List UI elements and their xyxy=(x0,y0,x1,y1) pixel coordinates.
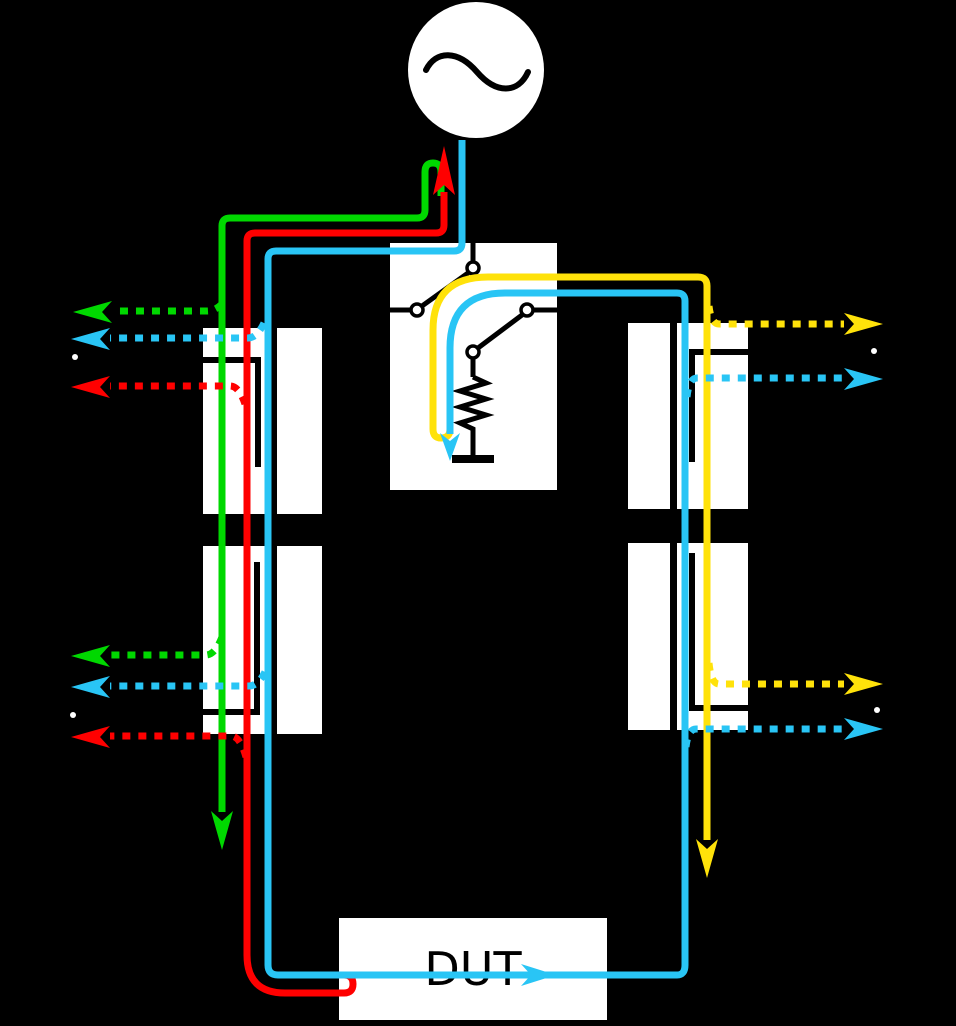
arrow-cyan-through-dut xyxy=(521,964,556,986)
ground-symbol xyxy=(452,455,494,463)
coupler-bottom-right-narrow xyxy=(628,543,670,730)
coupled-line-top-right xyxy=(689,349,748,462)
coupled-path-green-bottom-left xyxy=(110,635,226,659)
arrow-dashed-yellow-bottom-right xyxy=(844,673,883,695)
coupled-path-cyan-bottom-right xyxy=(682,725,844,748)
arrow-dashed-red-top-left xyxy=(71,376,110,398)
label-dot-top-right xyxy=(871,348,877,354)
coupler-top-left-narrow xyxy=(277,328,322,514)
coupler-bottom-left-narrow xyxy=(277,546,322,734)
wire-cyan-stimulus xyxy=(264,140,689,979)
coupled-path-green-top-left xyxy=(112,301,225,315)
coupled-path-yellow-top-right xyxy=(705,305,844,328)
arrow-dashed-green-top-left xyxy=(73,301,112,323)
switch-node-top xyxy=(465,260,481,276)
arrow-yellow-down xyxy=(696,839,718,878)
wire-red-dut-reflection xyxy=(243,192,448,997)
coupler-bottom-right-wide xyxy=(677,543,748,730)
arrow-dashed-green-bottom-left xyxy=(71,645,110,667)
wire-yellow-switch-rereflection xyxy=(429,273,711,840)
label-dot-top-left xyxy=(72,354,78,360)
wire-green-source-rereflection xyxy=(218,159,445,812)
coupled-path-cyan-top-left xyxy=(110,321,268,342)
dut-label: DUT xyxy=(424,942,522,996)
switch-node-right xyxy=(519,302,535,318)
coupled-path-yellow-bottom-right xyxy=(705,662,844,688)
label-dot-bottom-left xyxy=(70,712,76,718)
arrow-dashed-cyan-bottom-right xyxy=(844,718,883,740)
arrow-green-down xyxy=(211,811,233,850)
coupler-top-right-narrow xyxy=(628,323,670,509)
arrow-cyan-into-termination xyxy=(440,433,460,461)
arrow-dashed-cyan-top-left xyxy=(71,328,110,350)
arrow-dashed-yellow-top-right xyxy=(844,313,883,335)
arrow-dashed-cyan-top-right xyxy=(844,368,883,390)
label-dot-bottom-right xyxy=(874,707,880,713)
coupled-path-cyan-bottom-left xyxy=(110,670,269,690)
coupled-path-red-bottom-left xyxy=(110,732,250,759)
dut-box xyxy=(339,918,607,1020)
switch-node-left xyxy=(409,302,425,318)
arrow-dashed-red-bottom-left xyxy=(71,726,110,748)
coupled-path-red-top-left xyxy=(110,382,249,406)
switch-node-termination xyxy=(465,344,481,360)
arrow-red-up-into-source xyxy=(433,146,455,195)
sine-wave-icon xyxy=(423,52,531,92)
coupled-line-bottom-right xyxy=(689,553,748,711)
arrow-dashed-cyan-bottom-left xyxy=(71,676,110,698)
switch-arm-termination xyxy=(476,313,524,350)
resistor xyxy=(451,374,495,455)
coupled-path-cyan-top-right xyxy=(683,374,844,398)
